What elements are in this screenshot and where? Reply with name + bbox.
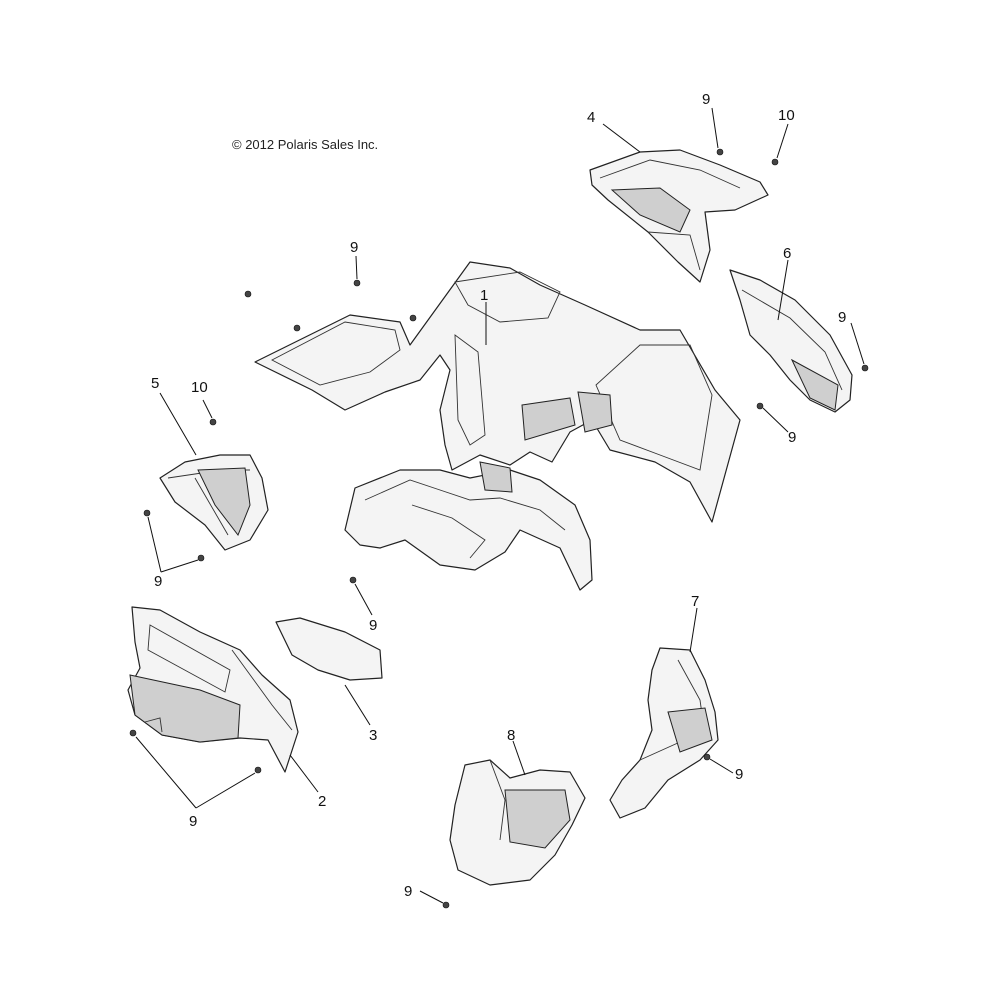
- callout-9-right-lower: 9: [735, 766, 743, 783]
- callout-9-center: 9: [369, 617, 377, 634]
- fastener-panel-7: [703, 753, 711, 761]
- fastener-top-center: [353, 279, 361, 287]
- callout-8: 8: [507, 727, 515, 744]
- callout-5: 5: [151, 375, 159, 392]
- callout-6: 6: [783, 245, 791, 262]
- part-2-side-panel: [127, 606, 299, 773]
- callout-10-left: 10: [191, 379, 208, 396]
- leader-lines: [135, 107, 865, 904]
- fasteners: [129, 148, 869, 909]
- copyright-text: © 2012 Polaris Sales Inc.: [232, 137, 378, 152]
- part-7-right-lower-panel: [609, 647, 719, 819]
- fastener-bottom: [442, 901, 450, 909]
- callout-1: 1: [480, 287, 488, 304]
- fastener-panel-2-right: [254, 766, 262, 774]
- fastener-top-left: [244, 290, 252, 298]
- fastener-near-10-left: [209, 418, 217, 426]
- callout-9-bottom: 9: [404, 883, 412, 900]
- part-4-upper-panel: [589, 149, 769, 283]
- callout-3: 3: [369, 727, 377, 744]
- fastener-near-10-top: [771, 158, 779, 166]
- part-3-decal: [275, 617, 383, 681]
- callout-2: 2: [318, 793, 326, 810]
- fastener-left-2: [197, 554, 205, 562]
- fastener-top-mid: [409, 314, 417, 322]
- fastener-near-6: [861, 364, 869, 372]
- fastener-panel-2-left: [129, 729, 137, 737]
- part-5-left-panel: [159, 454, 269, 551]
- callout-9-top-center: 9: [350, 239, 358, 256]
- callout-9-right-mid: 9: [788, 429, 796, 446]
- part-8-lower-center-panel: [449, 759, 586, 886]
- fastener-top-left-2: [293, 324, 301, 332]
- callout-9-top-right: 9: [702, 91, 710, 108]
- part-6-right-strip: [729, 269, 853, 413]
- callout-9-right-upper: 9: [838, 309, 846, 326]
- callout-9-left-lower: 9: [189, 813, 197, 830]
- fastener-left-1: [143, 509, 151, 517]
- callout-10-top: 10: [778, 107, 795, 124]
- callout-9-left-mid: 9: [154, 573, 162, 590]
- callout-7: 7: [691, 593, 699, 610]
- part-1-main-body: [254, 261, 741, 591]
- fastener-center-lower: [349, 576, 357, 584]
- fastener-right-mid: [756, 402, 764, 410]
- callout-4: 4: [587, 109, 595, 126]
- fastener-near-4: [716, 148, 724, 156]
- callouts: 1 2 3 4 5 6 7 8 9 9 9 9 9 9 9 9 9 10 10: [151, 91, 846, 900]
